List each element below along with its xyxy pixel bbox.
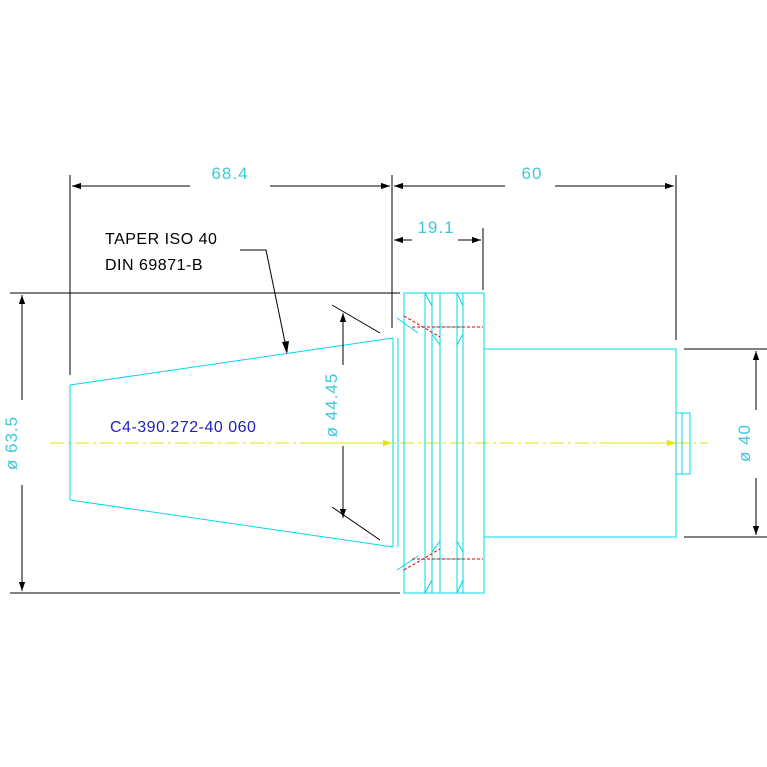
dim-shank-diameter — [684, 348, 767, 538]
dim-taper-length — [69, 175, 393, 375]
dim-taper-diameter — [331, 304, 381, 541]
dim-holder-length — [394, 175, 677, 340]
taper-note-leader — [240, 249, 288, 353]
shank-body — [483, 348, 677, 538]
dim-flange-diameter-text: ø 63.5 — [2, 416, 21, 470]
dim-flange-width-text: 19.1 — [417, 218, 454, 237]
dim-holder-length-text: 60 — [522, 164, 543, 183]
taper-note-leader-arrow — [282, 341, 289, 354]
hidden-lines — [403, 315, 483, 571]
dim-taper-diameter-text: ø 44.45 — [322, 373, 341, 438]
taper-note-line2: DIN 69871-B — [105, 257, 203, 274]
key-tick-top — [396, 317, 419, 334]
dim-taper-length-text: 68.4 — [211, 164, 248, 183]
taper-note-line1: TAPER ISO 40 — [105, 231, 217, 248]
key-tick-bottom — [396, 555, 419, 571]
dim-shank-diameter-text: ø 40 — [735, 424, 754, 462]
taper-outline — [69, 337, 394, 548]
dim-flange-width — [394, 228, 484, 290]
part-number: C4-390.272-40 060 — [110, 419, 256, 436]
dim-flange-diameter — [10, 292, 400, 594]
end-stub — [676, 412, 691, 475]
